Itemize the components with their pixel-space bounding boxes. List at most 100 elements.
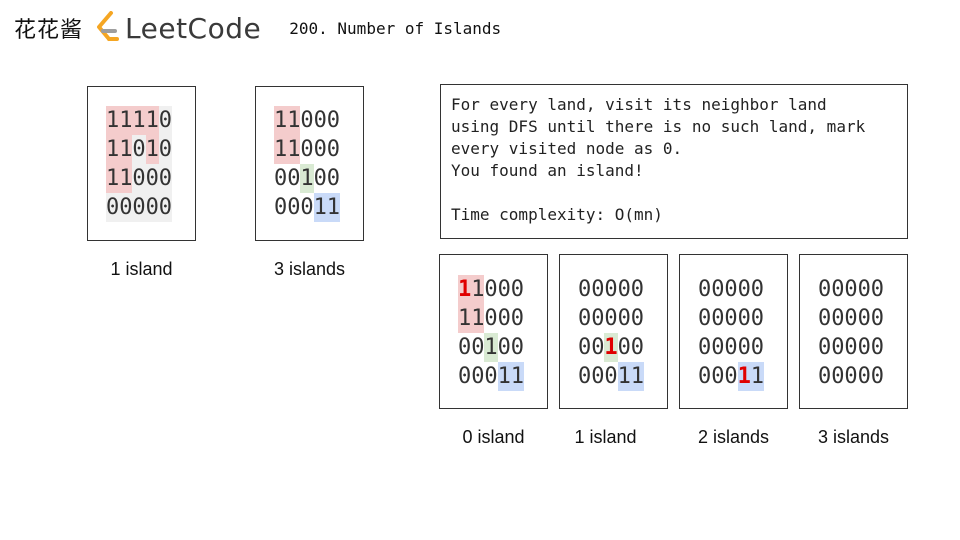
grid-cell: 0 xyxy=(591,306,605,331)
grid-cell: 0 xyxy=(844,306,858,331)
grid-cell: 0 xyxy=(711,364,725,389)
grid-cell: 0 xyxy=(578,277,592,302)
grid-cell: 0 xyxy=(132,193,146,222)
grid-cell: 1 xyxy=(737,362,751,391)
grid-cell: 0 xyxy=(458,364,472,389)
grid-cell: 0 xyxy=(287,166,301,191)
grid-cell: 0 xyxy=(326,166,340,191)
grid-cell: 0 xyxy=(831,277,845,302)
grid-cell: 0 xyxy=(604,364,618,389)
grid-cell: 0 xyxy=(313,166,327,191)
grid-cell: 0 xyxy=(857,306,871,331)
grid-cell: 0 xyxy=(458,335,472,360)
grid-cell: 0 xyxy=(750,335,764,360)
grid-cell: 0 xyxy=(844,335,858,360)
grid-cell: 0 xyxy=(857,364,871,389)
grid-cell: 0 xyxy=(510,306,524,331)
grid-cell: 0 xyxy=(158,135,172,164)
grid-cell: 0 xyxy=(484,364,498,389)
grid-cell: 0 xyxy=(724,306,738,331)
grid-cell: 1 xyxy=(119,135,133,164)
grid-cell: 0 xyxy=(119,193,133,222)
grid-cell: 0 xyxy=(313,108,327,133)
grid-cell: 1 xyxy=(119,106,133,135)
grid-cell: 0 xyxy=(870,306,884,331)
grid-cell: 0 xyxy=(484,306,498,331)
grid-cell: 1 xyxy=(119,164,133,193)
grid-cell: 1 xyxy=(750,362,764,391)
grid-cell: 0 xyxy=(578,364,592,389)
grid-cell: 0 xyxy=(737,335,751,360)
grid-cell: 0 xyxy=(844,364,858,389)
explanation-line: You found an island! xyxy=(451,161,644,180)
grid-cell: 0 xyxy=(313,137,327,162)
step-caption-2: 1 island xyxy=(574,427,637,447)
grid-cell: 1 xyxy=(106,164,120,193)
grid-cell: 0 xyxy=(857,335,871,360)
grid-cell: 1 xyxy=(497,362,511,391)
grid-cell: 0 xyxy=(831,364,845,389)
grid-cell: 1 xyxy=(287,106,301,135)
step-caption-1: 0 island xyxy=(462,427,525,447)
grid-cell: 0 xyxy=(158,106,172,135)
grid-cell: 1 xyxy=(630,362,644,391)
grid-cell: 0 xyxy=(831,335,845,360)
grid-cell: 0 xyxy=(591,364,605,389)
grid-cell: 0 xyxy=(737,277,751,302)
grid-cell: 1 xyxy=(484,333,498,362)
grid-cell: 1 xyxy=(145,135,159,164)
grid-cell: 0 xyxy=(484,277,498,302)
step-caption-4: 3 islands xyxy=(817,427,890,447)
grid-cell: 0 xyxy=(591,335,605,360)
grid-cell: 0 xyxy=(274,166,288,191)
grid-cell: 0 xyxy=(818,335,832,360)
grid-cell: 0 xyxy=(132,135,146,164)
grid-cell: 0 xyxy=(145,164,159,193)
grid-cell: 0 xyxy=(578,335,592,360)
grid-cell: 0 xyxy=(617,335,631,360)
grid-cell: 0 xyxy=(158,193,172,222)
problem-title: 200. Number of Islands xyxy=(289,18,502,38)
grid-cell: 0 xyxy=(711,306,725,331)
grid-cell: 0 xyxy=(818,364,832,389)
grid-cell: 0 xyxy=(300,195,314,220)
grid-cell: 0 xyxy=(844,277,858,302)
leetcode-icon xyxy=(97,11,120,41)
grid-cell: 0 xyxy=(818,306,832,331)
grid-cell: 0 xyxy=(471,364,485,389)
grid-cell: 0 xyxy=(711,277,725,302)
grid-cell: 0 xyxy=(737,306,751,331)
grid-cell: 1 xyxy=(106,135,120,164)
grid-cell: 0 xyxy=(106,193,120,222)
grid-cell: 1 xyxy=(274,135,288,164)
grid-cell: 0 xyxy=(724,335,738,360)
explanation-line: using DFS until there is no such land, m… xyxy=(451,117,866,136)
grid-cell: 0 xyxy=(750,277,764,302)
grid-cell: 1 xyxy=(132,106,146,135)
